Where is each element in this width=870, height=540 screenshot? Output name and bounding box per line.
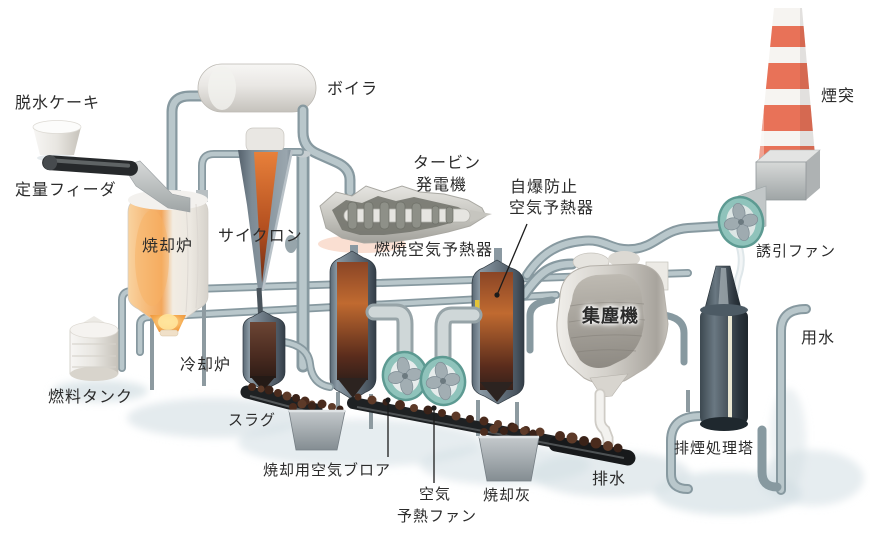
label-preheat-fan-line2: 予熱ファン <box>397 508 478 525</box>
label-dewatered-cake: 脱水ケーキ <box>15 95 101 112</box>
callout-lines <box>385 223 528 483</box>
label-turbine-line2: 発電機 <box>416 177 468 194</box>
label-incineration-ash: 焼却灰 <box>483 487 532 504</box>
flue-gas-pipes <box>518 221 725 301</box>
label-antiignition-line2: 空気予熱器 <box>509 200 595 217</box>
label-service-water: 用水 <box>801 330 836 347</box>
dewatered-cake-bowl <box>32 120 82 162</box>
label-feeder: 定量フィーダ <box>15 182 117 199</box>
turbine-generator <box>318 185 492 253</box>
boiler <box>166 63 356 214</box>
label-chimney: 煙突 <box>821 88 856 105</box>
cooling-furnace <box>242 310 334 396</box>
cyclone <box>238 127 294 323</box>
label-slag: スラグ <box>228 412 277 429</box>
label-antiignition-line1: 自爆防止 <box>510 179 579 196</box>
label-dust-collector: 集塵機 <box>582 306 639 326</box>
label-turbine-line1: タービン <box>413 155 482 172</box>
label-flue-gas-tower: 排煙処理塔 <box>674 440 755 457</box>
label-drain-water: 排水 <box>592 471 627 488</box>
feed-chute <box>122 160 191 213</box>
combustion-air-preheater <box>329 245 377 429</box>
incinerator <box>122 160 209 337</box>
air-blower-fan <box>381 350 429 402</box>
slag-bin <box>288 399 346 451</box>
flue-gas-treatment-tower <box>666 265 811 495</box>
label-boiler: ボイラ <box>327 81 379 98</box>
air-ducts <box>365 303 483 366</box>
label-cyclone: サイクロン <box>218 228 303 245</box>
induced-draft-fan <box>717 149 821 304</box>
fuel-tank <box>69 316 119 381</box>
label-preheat-fan-line1: 空気 <box>419 486 452 503</box>
antiignition-air-preheater <box>471 248 525 436</box>
label-induced-fan: 誘引ファン <box>756 243 837 260</box>
air-preheat-fan <box>419 355 467 407</box>
label-combustion-preheater: 燃焼空気予熱器 <box>374 242 494 259</box>
label-cooling-furnace: 冷却炉 <box>180 357 232 374</box>
label-air-blower: 焼却用空気ブロア <box>263 462 392 479</box>
dust-collector <box>526 251 688 450</box>
label-fuel-tank: 燃料タンク <box>48 389 134 406</box>
constant-feeder <box>42 155 138 176</box>
ash-bin <box>478 423 540 482</box>
label-incinerator: 焼却炉 <box>142 238 194 255</box>
